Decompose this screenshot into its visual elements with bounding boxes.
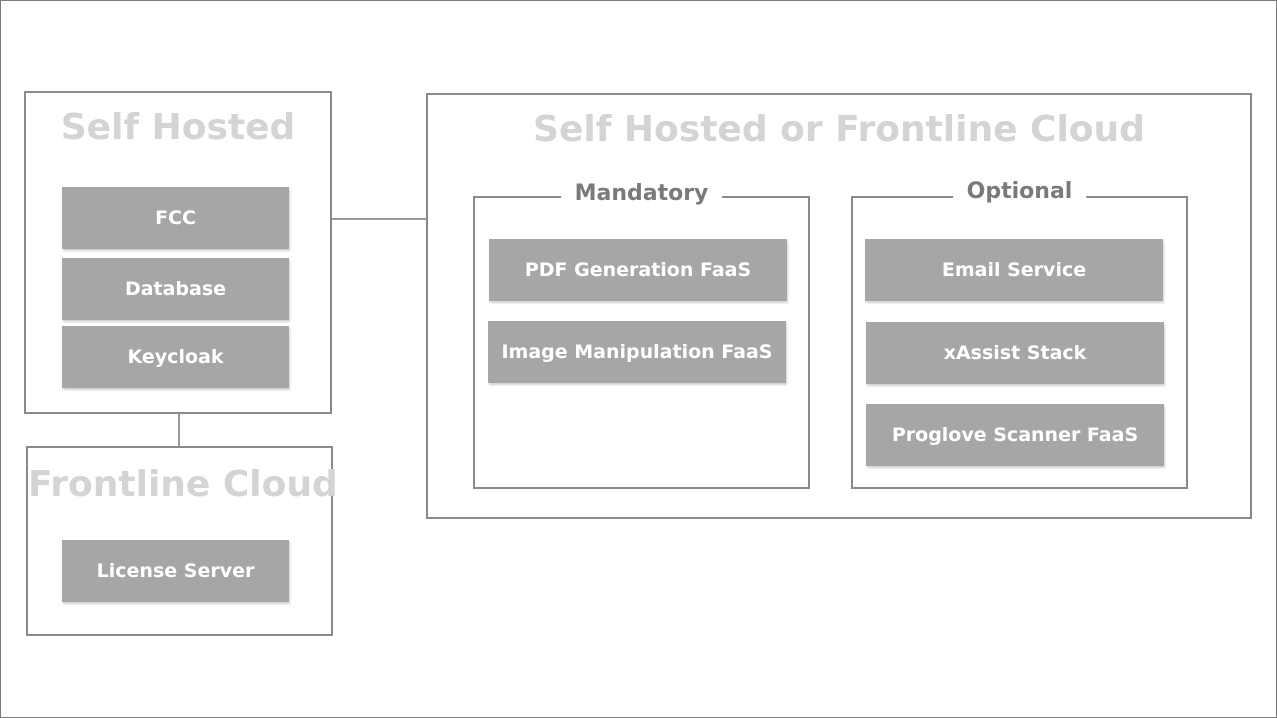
pdf-generation-box: PDF Generation FaaS: [489, 239, 787, 301]
hybrid-title: Self Hosted or Frontline Cloud: [533, 109, 1145, 150]
optional-title: Optional: [952, 179, 1087, 204]
optional-subgroup: Optional Email Service xAssist Stack Pro…: [851, 179, 1188, 489]
xassist-stack-box: xAssist Stack: [866, 322, 1164, 384]
database-box: Database: [62, 258, 289, 320]
self-hosted-title: Self Hosted: [60, 107, 296, 148]
keycloak-box: Keycloak: [62, 326, 289, 388]
connector-self-hosted-to-frontline: [178, 413, 180, 447]
self-hosted-or-frontline-cloud-group: Self Hosted or Frontline Cloud Mandatory…: [426, 93, 1252, 519]
frontline-cloud-group: Frontline Cloud License Server: [26, 446, 338, 636]
email-service-box: Email Service: [865, 239, 1163, 301]
proglove-scanner-box: Proglove Scanner FaaS: [866, 404, 1164, 466]
connector-self-hosted-to-hybrid: [331, 218, 428, 220]
fcc-box: FCC: [62, 187, 289, 249]
frontline-cloud-title: Frontline Cloud: [28, 464, 338, 505]
mandatory-title: Mandatory: [560, 181, 723, 206]
image-manipulation-box: Image Manipulation FaaS: [488, 321, 786, 383]
mandatory-subgroup: Mandatory PDF Generation FaaS Image Mani…: [473, 181, 810, 489]
license-server-box: License Server: [62, 540, 289, 602]
self-hosted-group: Self Hosted FCC Database Keycloak: [24, 91, 332, 414]
